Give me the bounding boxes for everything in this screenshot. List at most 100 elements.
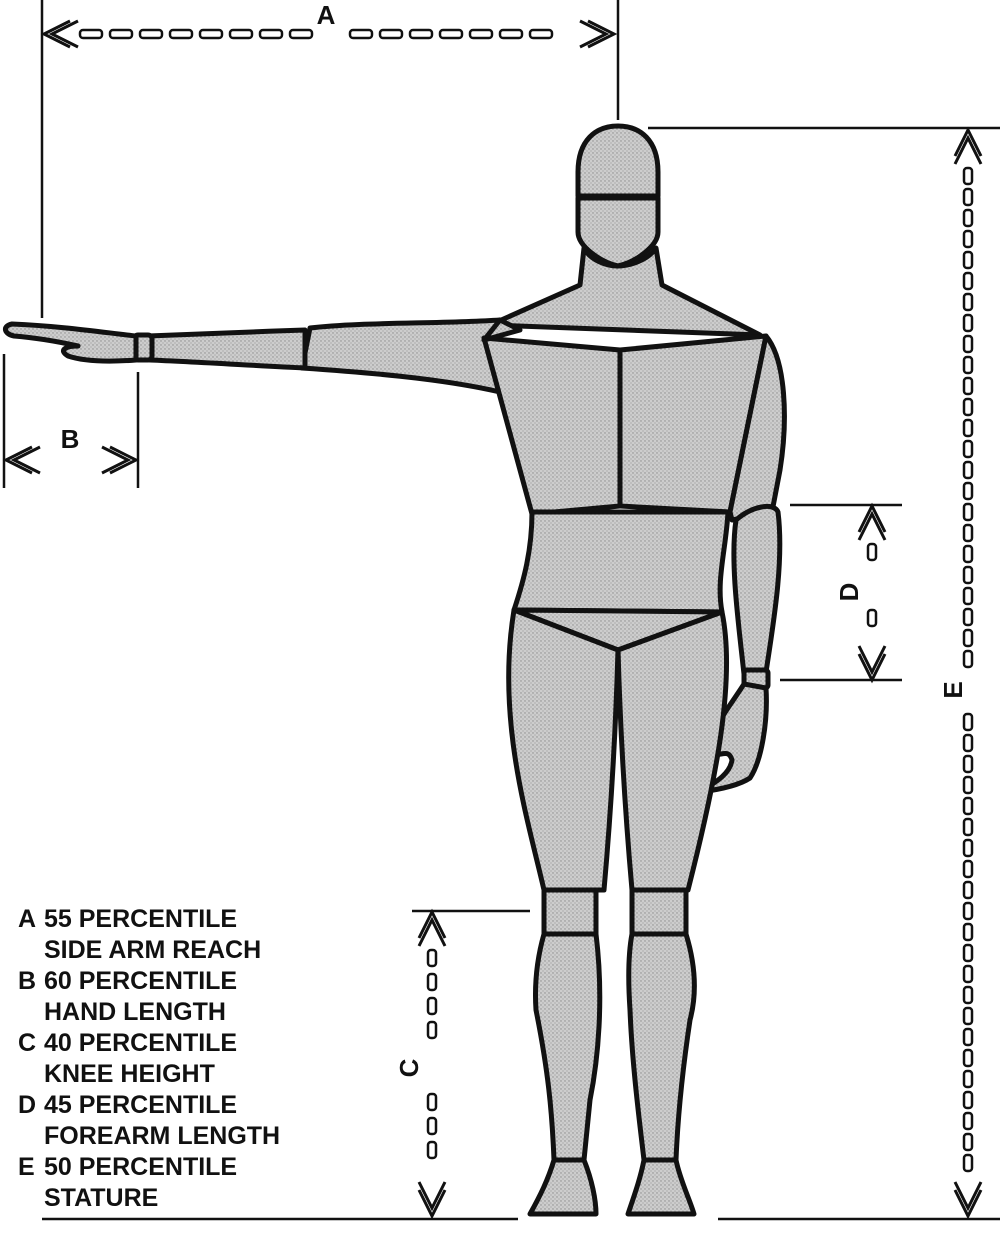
arrow-dash — [78, 28, 104, 40]
arrow-dash — [962, 628, 974, 648]
legend-percentile: 60 PERCENTILE — [44, 967, 238, 995]
arrowhead-inner — [857, 645, 887, 676]
arrow-dash — [138, 28, 164, 40]
arrow-dash — [962, 334, 974, 354]
foot-right — [625, 1157, 697, 1217]
arrow-dash — [962, 817, 974, 837]
arrowhead-inner — [953, 134, 983, 165]
arrow-dash — [962, 208, 974, 228]
dimension-label-a: A — [317, 0, 336, 30]
arrow-dash — [962, 1048, 974, 1068]
arrow-dash — [962, 838, 974, 858]
arrow-dash — [962, 754, 974, 774]
arrow-dash — [962, 859, 974, 879]
arrow-dash — [962, 1153, 974, 1173]
arrow-dash — [468, 28, 494, 40]
arrow-dash — [962, 712, 974, 732]
arrow-dash — [962, 565, 974, 585]
arrowhead — [417, 908, 447, 939]
arrowhead-inner — [417, 1181, 447, 1212]
arrowhead-inner — [857, 510, 887, 541]
arrowhead-inner — [48, 19, 79, 49]
knee-left — [541, 887, 599, 937]
legend-item-d: D 45 PERCENTILE FOREARM LENGTH — [18, 1090, 280, 1152]
arrow-dash — [962, 1132, 974, 1152]
abdomen — [511, 509, 731, 615]
arrow-dash — [962, 922, 974, 942]
arrowhead-inner — [579, 19, 610, 49]
human-figure — [3, 123, 787, 1217]
legend-percentile: 45 PERCENTILE — [44, 1091, 238, 1119]
legend: A 55 PERCENTILE SIDE ARM REACH B 60 PERC… — [18, 904, 280, 1214]
legend-letter: D — [18, 1091, 37, 1119]
arrow-dash — [962, 943, 974, 963]
thigh-left — [506, 607, 621, 893]
arrowhead — [2, 445, 33, 475]
dimension-arrow-d — [857, 502, 887, 684]
arrow-dash — [962, 439, 974, 459]
arrow-dash — [962, 796, 974, 816]
knee-right — [629, 887, 689, 937]
arrow-dash — [962, 1006, 974, 1026]
forearm-extended — [145, 327, 308, 371]
arrowhead — [857, 502, 887, 533]
legend-item-c: C 40 PERCENTILE KNEE HEIGHT — [18, 1028, 280, 1090]
arrow-dash — [962, 355, 974, 375]
dimension-label-e: E — [938, 681, 968, 698]
neck — [487, 245, 763, 338]
dimension-label-d: D — [834, 583, 864, 602]
arrow-dash — [962, 649, 974, 669]
arrow-dash — [962, 481, 974, 501]
legend-measure: SIDE ARM REACH — [44, 936, 262, 964]
arrow-dash — [962, 250, 974, 270]
arrow-dash — [962, 523, 974, 543]
legend-item-a: A 55 PERCENTILE SIDE ARM REACH — [18, 904, 280, 966]
arrowhead — [40, 19, 71, 49]
legend-letter: C — [18, 1029, 37, 1057]
chest-left — [481, 335, 623, 517]
arrow-dash — [962, 313, 974, 333]
arrow-dash — [962, 775, 974, 795]
arrow-dash — [426, 1116, 438, 1136]
arrow-dash — [962, 460, 974, 480]
arrow-dash — [962, 880, 974, 900]
forearm-hanging — [731, 503, 783, 677]
arrow-dash — [962, 985, 974, 1005]
legend-item-b: B 60 PERCENTILE HAND LENGTH — [18, 966, 280, 1028]
arrow-dash — [962, 607, 974, 627]
arrow-dash — [962, 901, 974, 921]
arrow-dash — [962, 397, 974, 417]
hand-extended — [3, 321, 139, 364]
shoulder-cap — [481, 317, 523, 343]
arrow-dash — [108, 28, 134, 40]
legend-measure: HAND LENGTH — [44, 998, 226, 1026]
dimension-label-b: B — [61, 424, 80, 454]
arrow-dash — [498, 28, 524, 40]
legend-letter: A — [18, 905, 37, 933]
arrow-dash — [426, 948, 438, 968]
upper-arm-extended — [299, 317, 503, 395]
arrow-dash — [962, 544, 974, 564]
legend-measure: KNEE HEIGHT — [44, 1060, 215, 1088]
arrow-dash — [866, 542, 878, 562]
legend-percentile: 50 PERCENTILE — [44, 1153, 238, 1181]
shin-left — [533, 931, 603, 1163]
shin-right — [626, 931, 697, 1163]
arrow-dash — [528, 28, 554, 40]
arrow-dash — [168, 28, 194, 40]
arrow-dash — [426, 1092, 438, 1112]
arrow-dash — [962, 418, 974, 438]
arrow-dash — [962, 1111, 974, 1131]
arrowhead — [109, 445, 140, 475]
legend-percentile: 40 PERCENTILE — [44, 1029, 238, 1057]
arrow-dash — [426, 972, 438, 992]
arrow-dash — [866, 608, 878, 628]
arrowhead — [417, 1189, 447, 1220]
arrow-dash — [426, 1020, 438, 1040]
legend-item-e: E 50 PERCENTILE STATURE — [18, 1152, 280, 1214]
legend-measure: FOREARM LENGTH — [44, 1122, 281, 1150]
arrow-dash — [378, 28, 404, 40]
dimension-label-c: C — [394, 1058, 424, 1077]
legend-percentile: 55 PERCENTILE — [44, 905, 238, 933]
